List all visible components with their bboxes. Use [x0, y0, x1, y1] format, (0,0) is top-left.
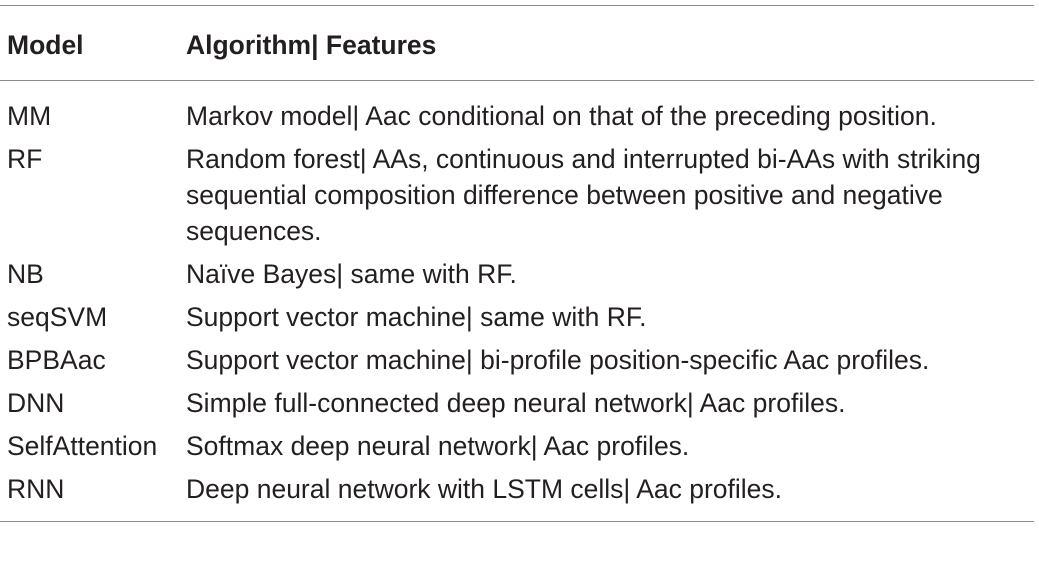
cell-algorithm: Support vector machine| same with RF.	[186, 302, 647, 332]
cell-model: BPBAac	[7, 345, 106, 375]
table-row: NB Naïve Bayes| same with RF.	[0, 256, 1034, 299]
models-table-grid: Model Algorithm| Features	[0, 6, 1034, 80]
cell-algorithm: Simple full-connected deep neural networ…	[186, 388, 846, 418]
cell-model: DNN	[7, 388, 65, 418]
cell-model: SelfAttention	[7, 431, 158, 461]
cell-model: RF	[7, 144, 43, 174]
cell-model: NB	[7, 259, 44, 289]
cell-algorithm: Support vector machine| bi-profile posit…	[186, 345, 930, 375]
header-model: Model	[7, 30, 84, 60]
table-row: RF Random forest| AAs, continuous and in…	[0, 141, 1034, 256]
cell-algorithm: Deep neural network with LSTM cells| Aac…	[186, 474, 783, 504]
table-header: Model Algorithm| Features	[0, 6, 1034, 80]
cell-algorithm: Softmax deep neural network| Aac profile…	[186, 431, 690, 461]
table-row: MM Markov model| Aac conditional on that…	[0, 81, 1034, 141]
cell-algorithm: Markov model| Aac conditional on that of…	[186, 101, 937, 131]
header-algorithm-features: Algorithm| Features	[186, 30, 437, 60]
cell-model: seqSVM	[7, 302, 108, 332]
table-row: seqSVM Support vector machine| same with…	[0, 299, 1034, 342]
table-row: BPBAac Support vector machine| bi-profil…	[0, 342, 1034, 385]
cell-model: MM	[7, 101, 52, 131]
header-rule	[0, 80, 1034, 81]
top-rule	[0, 5, 1034, 6]
table-row: DNN Simple full-connected deep neural ne…	[0, 385, 1034, 428]
header-row: Model Algorithm| Features	[0, 6, 1034, 80]
cell-model: RNN	[7, 474, 65, 504]
bottom-rule	[0, 521, 1034, 522]
cell-algorithm: Naïve Bayes| same with RF.	[186, 259, 517, 289]
models-table-body: MM Markov model| Aac conditional on that…	[0, 81, 1034, 521]
cell-algorithm: Random forest| AAs, continuous and inter…	[186, 144, 981, 246]
table-row: SelfAttention Softmax deep neural networ…	[0, 428, 1034, 471]
table-row: RNN Deep neural network with LSTM cells|…	[0, 471, 1034, 521]
models-table: Model Algorithm| Features MM Markov mode…	[0, 5, 1034, 522]
